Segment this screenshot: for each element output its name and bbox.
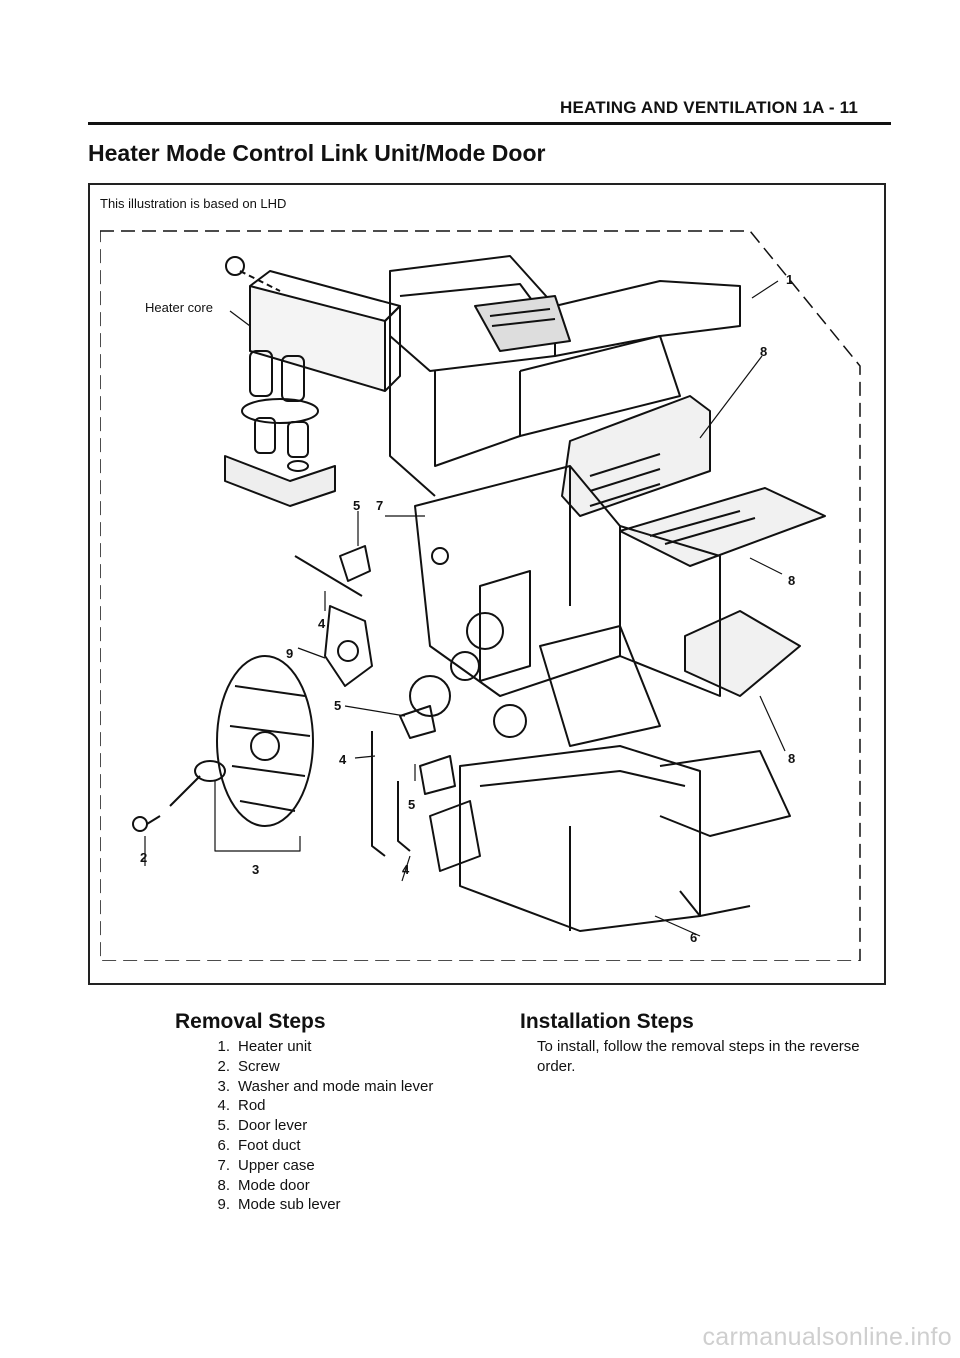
figure-frame [88, 183, 886, 985]
step-number: 7. [217, 1156, 230, 1174]
heater-core [224, 270, 401, 507]
step-number: 2. [217, 1057, 230, 1075]
removal-step: 5. Door lever [198, 1116, 433, 1136]
removal-step: 6. Foot duct [198, 1136, 433, 1156]
removal-steps-list: 1. Heater unit 2. Screw 3. Washer and mode … [198, 1037, 433, 1215]
heater-unit-illustration [100, 230, 861, 961]
header-rule [88, 122, 891, 125]
mode-door-top [561, 395, 711, 517]
screw-left [132, 815, 161, 832]
callout-leaders [144, 280, 786, 937]
step-number: 9. [217, 1196, 230, 1214]
callout-8-top: 8 [760, 344, 768, 359]
page-title: Heater Mode Control Link Unit/Mode Door [88, 140, 546, 166]
callout-5-mid: 5 [334, 698, 342, 713]
callout-heater-core: Heater core [145, 300, 213, 315]
door-lever-lower [419, 755, 456, 795]
step-text: Screw [238, 1057, 280, 1075]
door-lever-upper [339, 545, 371, 582]
step-number: 5. [217, 1117, 230, 1135]
removal-step: 2. Screw [198, 1057, 433, 1077]
removal-step: 3. Washer and mode main lever [198, 1077, 433, 1097]
callout-1: 1 [786, 272, 794, 287]
callout-3: 3 [252, 862, 260, 877]
dashed-boundary [100, 230, 861, 961]
mode-door-middle [619, 487, 826, 567]
removal-step: 9. Mode sub lever [198, 1195, 433, 1215]
foot-duct [429, 750, 791, 917]
step-number: 6. [217, 1136, 230, 1154]
watermark: carmanualsonline.info [702, 1323, 952, 1351]
callout-2: 2 [140, 850, 148, 865]
step-text: Door lever [238, 1117, 308, 1135]
step-number: 3. [217, 1077, 230, 1095]
step-text: Mode door [238, 1176, 310, 1194]
callout-7: 7 [376, 498, 384, 513]
installation-text: To install, follow the removal steps in … [537, 1038, 860, 1075]
upper-case [389, 255, 741, 497]
step-text: Upper case [238, 1156, 315, 1174]
callout-5-top: 5 [353, 498, 361, 513]
rods [294, 555, 411, 857]
step-text: Foot duct [238, 1136, 301, 1154]
callout-5-low: 5 [408, 797, 416, 812]
door-lever-middle [399, 705, 436, 739]
callout-4-low: 4 [402, 862, 410, 877]
removal-step: 4. Rod [198, 1096, 433, 1116]
callout-6: 6 [690, 930, 698, 945]
step-number: 4. [217, 1097, 230, 1115]
mode-sub-lever [324, 605, 373, 687]
step-text: Heater unit [238, 1038, 312, 1055]
lower-case [414, 465, 721, 932]
callout-4-top: 4 [318, 616, 326, 631]
callout-8-mid: 8 [788, 573, 796, 588]
mode-door-lower [684, 610, 801, 697]
step-number: 8. [217, 1176, 230, 1194]
step-text: Mode sub lever [238, 1196, 341, 1214]
running-head: HEATING AND VENTILATION 1A - 11 [560, 98, 859, 117]
step-text: Rod [238, 1097, 266, 1115]
screw-top [225, 256, 281, 292]
step-text: Washer and mode main lever [238, 1077, 434, 1095]
gears [409, 547, 527, 738]
mode-main-lever [169, 655, 314, 827]
installation-heading: Installation Steps [520, 1010, 694, 1033]
figure-note: This illustration is based on LHD [100, 196, 287, 211]
removal-step: 1. Heater unit [198, 1037, 433, 1057]
callout-4-mid: 4 [339, 752, 347, 767]
step-number: 1. [217, 1038, 230, 1055]
callout-9: 9 [286, 646, 294, 661]
removal-step: 7. Upper case [198, 1156, 433, 1176]
removal-heading: Removal Steps [175, 1010, 326, 1033]
callout-8-low: 8 [788, 751, 796, 766]
removal-step: 8. Mode door [198, 1176, 433, 1196]
